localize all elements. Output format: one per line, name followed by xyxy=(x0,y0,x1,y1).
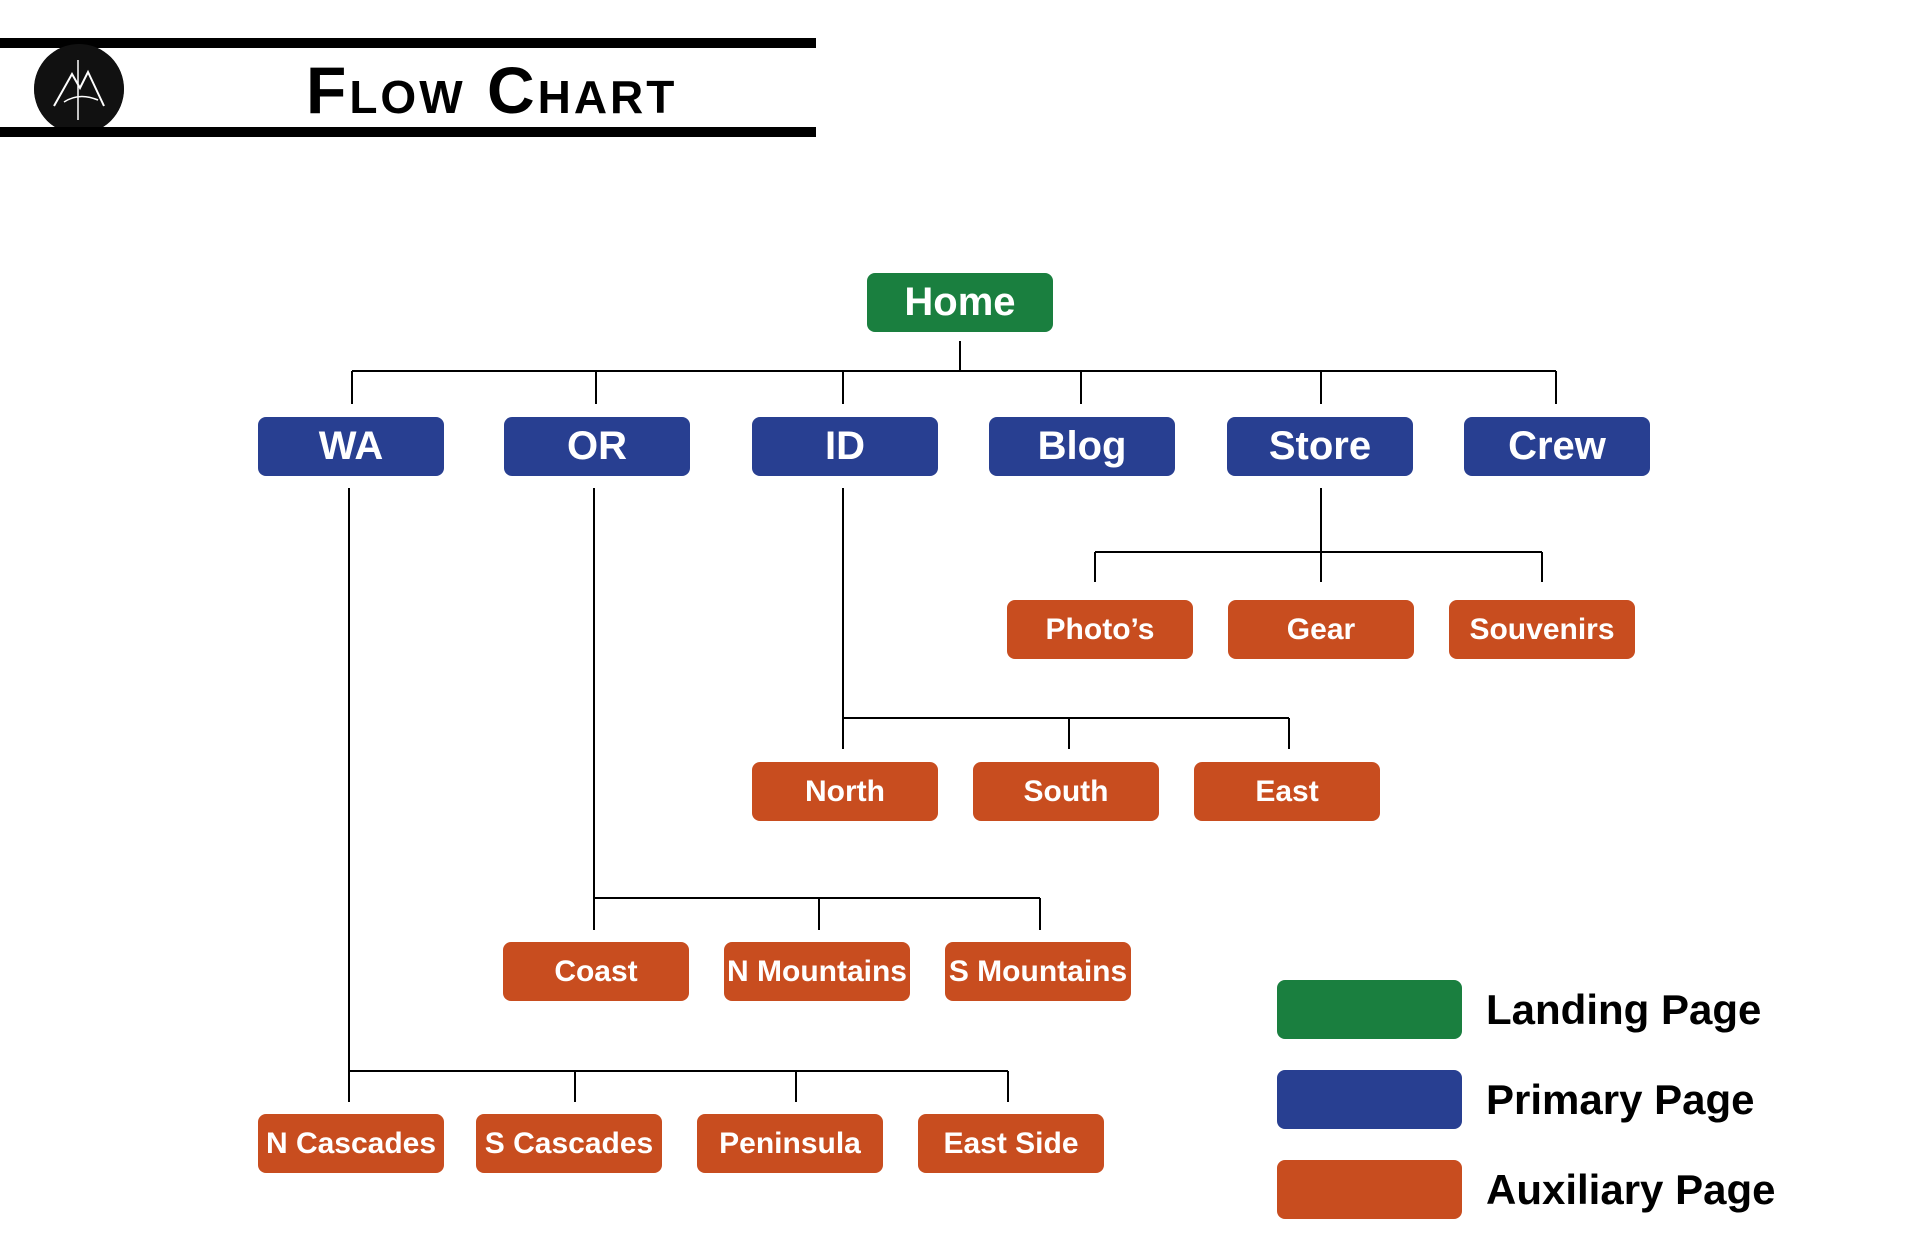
header-bottom-rule xyxy=(0,127,816,137)
legend-landing-swatch xyxy=(1277,980,1462,1039)
node-s-cascades: S Cascades xyxy=(476,1114,662,1173)
node-east-side: East Side xyxy=(918,1114,1104,1173)
node-gear: Gear xyxy=(1228,600,1414,659)
node-n-mountains: N Mountains xyxy=(724,942,910,1001)
legend-primary-label: Primary Page xyxy=(1486,1076,1755,1123)
node-wa: WA xyxy=(258,417,444,476)
node-south: South xyxy=(973,762,1159,821)
page-title: Flow Chart xyxy=(306,53,678,127)
node-blog: Blog xyxy=(989,417,1175,476)
legend-landing-label: Landing Page xyxy=(1486,986,1762,1033)
node-n-cascades: N Cascades xyxy=(258,1114,444,1173)
node-crew: Crew xyxy=(1464,417,1650,476)
node-east: East xyxy=(1194,762,1380,821)
node-souvenirs: Souvenirs xyxy=(1449,600,1635,659)
node-peninsula: Peninsula xyxy=(697,1114,883,1173)
node-home: Home xyxy=(867,273,1053,332)
node-north: North xyxy=(752,762,938,821)
node-coast: Coast xyxy=(503,942,689,1001)
legend-auxiliary-swatch xyxy=(1277,1160,1462,1219)
node-id: ID xyxy=(752,417,938,476)
node-photos: Photo’s xyxy=(1007,600,1193,659)
node-store: Store xyxy=(1227,417,1413,476)
legend-auxiliary-label: Auxiliary Page xyxy=(1486,1166,1776,1213)
header-top-rule xyxy=(0,38,816,48)
node-or: OR xyxy=(504,417,690,476)
mountain-hiker-logo-icon xyxy=(34,44,124,134)
node-s-mountains: S Mountains xyxy=(945,942,1131,1001)
legend-primary-swatch xyxy=(1277,1070,1462,1129)
